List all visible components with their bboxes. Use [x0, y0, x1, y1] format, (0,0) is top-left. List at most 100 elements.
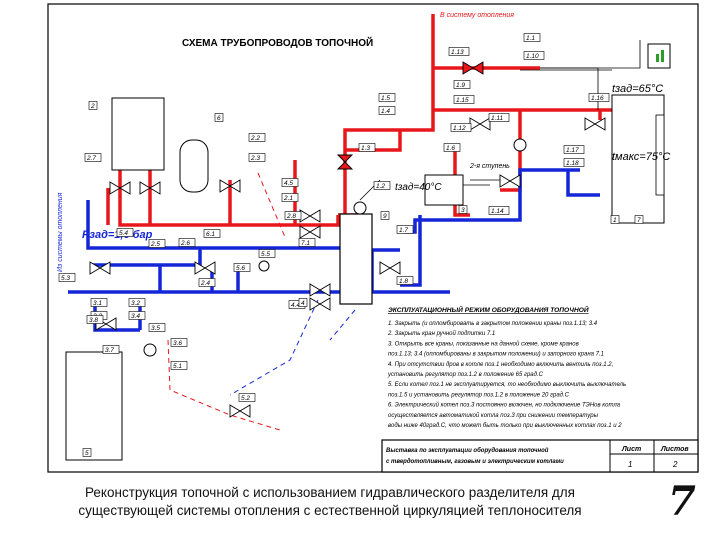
- gas-boiler: [111, 97, 165, 171]
- equipment-tag: 2.5: [150, 241, 160, 248]
- equipment-tag: 6: [217, 115, 221, 122]
- equipment-tag: 1.1: [526, 35, 535, 42]
- caption-line-1: Реконструкция топочной с использованием …: [85, 485, 575, 500]
- equipment-tag-frame: [523, 33, 541, 42]
- equipment-tag-frame: [128, 311, 146, 320]
- equipment-tag: 3.7: [105, 347, 114, 354]
- notes-heading: ЭКСПЛУАТАЦИОННЫЙ РЕЖИМ ОБОРУДОВАНИЯ ТОПО…: [388, 305, 589, 314]
- equipment-tag: 1.7: [399, 227, 408, 234]
- equipment-tag: 1.5: [381, 95, 390, 102]
- note-line: установить регулятор поз.1.2 в положение…: [387, 372, 544, 378]
- equipment-tag-frame: [523, 51, 545, 60]
- equipment-tag: 5.2: [241, 395, 250, 402]
- equipment-tag-frame: [453, 80, 471, 89]
- equipment-tag: 4.4: [291, 302, 300, 309]
- equipment-tag: 1.4: [381, 108, 390, 115]
- equipment-tag: 1.18: [566, 160, 579, 167]
- page-number: 7: [668, 478, 696, 525]
- note-line: 1. Закрыть (и опломбировать в закрытом п…: [388, 321, 598, 327]
- equipment-tag-frame: [373, 181, 391, 190]
- solid-fuel-boiler: [611, 94, 665, 224]
- equipment-tag: 1.11: [491, 115, 504, 122]
- equipment-tag-frame: [58, 273, 76, 282]
- title-block: Выставка по эксплуатации оборудования то…: [381, 439, 699, 473]
- equipment-tag-frame: [258, 249, 276, 258]
- expansion-tank: [179, 139, 209, 193]
- equipment-tag: 3.1: [93, 300, 102, 307]
- sheets-label: Листов: [660, 446, 689, 453]
- equipment-tag-frame: [170, 338, 188, 347]
- equipment-tag-frame: [358, 143, 376, 152]
- equipment-tag-frame: [116, 228, 134, 237]
- equipment-tag: 3.4: [131, 313, 140, 320]
- equipment-tag-frame: [86, 315, 104, 324]
- to-heating-system-label: В систему отопления: [440, 12, 514, 19]
- note-line: 6. Электрический котел поз.3 постоянно в…: [388, 402, 621, 409]
- equipment-tag-frame: [88, 101, 98, 110]
- equipment-tag-frame: [82, 448, 92, 457]
- equipment-tag: 2.7: [86, 155, 96, 162]
- equipment-tag-frame: [248, 153, 266, 162]
- equipment-tag-frame: [378, 93, 396, 102]
- note-line: 5. Если котел поз.1 не эксплуатируется, …: [388, 382, 626, 388]
- equipment-tag: 2.6: [180, 240, 190, 247]
- equipment-tag-frame: [588, 93, 610, 102]
- equipment-tag: 1.16: [591, 95, 604, 102]
- stage-setpoint-temp: tзад=40°C: [395, 182, 442, 193]
- equipment-tag: 1.3: [361, 145, 370, 152]
- equipment-tag: 1.10: [526, 53, 539, 60]
- diagram-title: СХЕМА ТРУБОПРОВОДОВ ТОПОЧНОЙ: [182, 36, 373, 49]
- equipment-tag-frame: [170, 361, 188, 370]
- supply-pipes: [106, 14, 612, 227]
- equipment-tag-frame: [378, 106, 396, 115]
- equipment-tag-frame: [453, 95, 475, 104]
- equipment-tag-frame: [448, 47, 470, 56]
- equipment-tag-frame: [203, 229, 221, 238]
- equipment-tag: 2.3: [250, 155, 260, 162]
- equipment-tag: 3.5: [151, 325, 160, 332]
- equipment-tag: 3.2: [131, 300, 140, 307]
- equipment-tag: 1.6: [446, 145, 455, 152]
- from-heating-system-label: Из системы отопления: [57, 192, 64, 272]
- equipment-tag: 1.8: [399, 278, 408, 285]
- equipment-tag-frame: [90, 298, 108, 307]
- note-line: 4. При отсутствии дров в котле поз.1 нео…: [388, 362, 613, 368]
- equipment-tag: 5: [85, 450, 89, 457]
- equipment-tag-frame: [148, 323, 166, 332]
- equipment-tag-frame: [178, 238, 196, 247]
- equipment-tag-frame: [610, 215, 620, 224]
- equipment-tag: 5.1: [173, 363, 182, 370]
- equipment-tag: 2: [90, 103, 95, 110]
- equipment-tag-frame: [128, 298, 146, 307]
- pumps: [143, 138, 527, 357]
- stamp-title-2: с твердотопливным, газовым и электрическ…: [386, 459, 564, 465]
- equipment-tag-frame: [396, 276, 414, 285]
- controller-box: [424, 174, 464, 206]
- return-pipes: [68, 168, 600, 332]
- equipment-tag: 1.9: [456, 82, 465, 89]
- equipment-tag: 2.4: [200, 280, 210, 287]
- equipment-tag: 1: [613, 217, 617, 224]
- boiler-max-temp: tмакс=75°C: [612, 151, 670, 163]
- equipment-tag-frame: [458, 205, 468, 214]
- equipment-tag-frame: [443, 143, 461, 152]
- stage-label: 2-я ступень: [469, 163, 510, 170]
- equipment-tag-frame: [84, 153, 102, 162]
- sheet-value: 1: [628, 460, 632, 469]
- equipment-tag: 5.4: [119, 230, 128, 237]
- boiler-setpoint-temp: tзад=65°C: [612, 83, 663, 95]
- equipment-tag-frame: [298, 238, 316, 247]
- equipment-tag: 7.1: [301, 240, 310, 247]
- equipment-tag: 9: [383, 213, 387, 220]
- equipment-tag: 4.5: [284, 180, 293, 187]
- equipment-tag-frame: [102, 345, 120, 354]
- equipment-tag-frame: [248, 133, 266, 142]
- valves: [89, 61, 606, 418]
- equipment-tag-frame: [396, 225, 414, 234]
- dashed-lines: [167, 172, 286, 431]
- equipment-tag-frame: [284, 211, 302, 220]
- equipment-tag: 2.2: [250, 135, 260, 142]
- equipment-tag: 2.1: [283, 195, 293, 202]
- note-line: осуществляется автоматикой котла поз.3 п…: [388, 412, 599, 419]
